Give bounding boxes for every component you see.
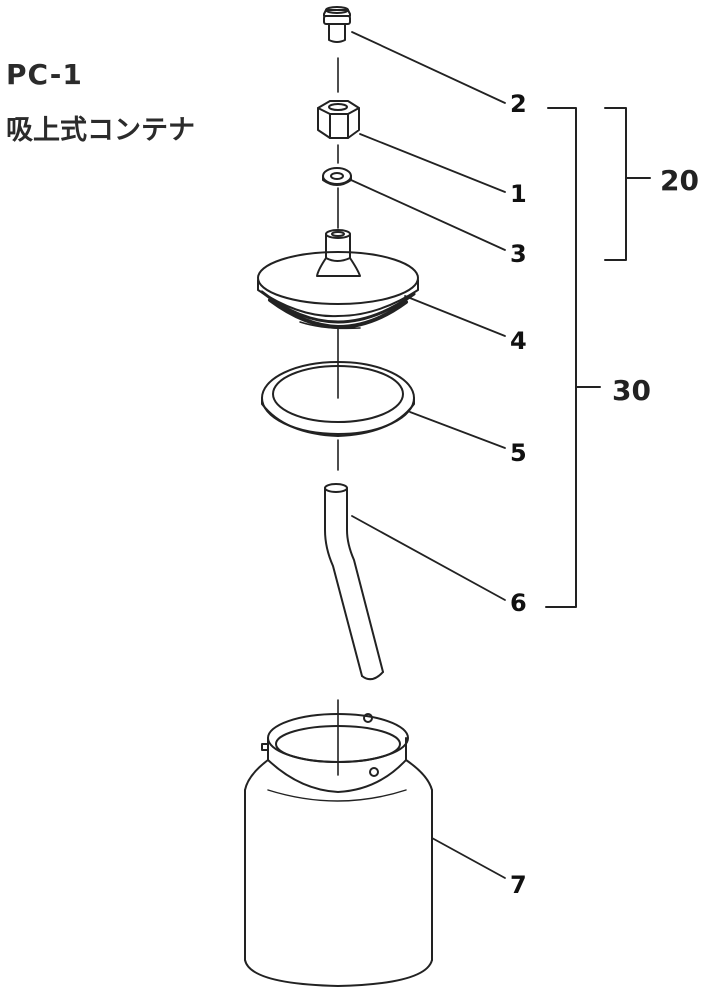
leader-7 xyxy=(431,837,506,879)
part-4-lid xyxy=(257,229,419,330)
part-number-7: 7 xyxy=(510,871,527,899)
product-name: 吸上式コンテナ xyxy=(6,115,195,146)
leader-2 xyxy=(351,31,506,104)
leader-6 xyxy=(351,515,506,601)
part-number-4: 4 xyxy=(510,327,527,355)
part-3-washer xyxy=(322,167,352,186)
part-number-5: 5 xyxy=(510,439,527,467)
part-number-1: 1 xyxy=(510,180,527,208)
assembly-number-20: 20 xyxy=(660,164,699,197)
leader-1 xyxy=(359,133,506,193)
leader-5 xyxy=(409,411,506,449)
part-5-gasket xyxy=(261,361,415,437)
part-number-2: 2 xyxy=(510,90,527,118)
part-2-nozzle-fitting xyxy=(323,6,351,43)
part-number-6: 6 xyxy=(510,589,527,617)
part-1-nut xyxy=(317,100,360,139)
leader-3 xyxy=(350,179,506,251)
assembly-number-30: 30 xyxy=(612,374,651,407)
leader-lines xyxy=(350,31,506,879)
part-7-container xyxy=(244,713,433,987)
bracket-30 xyxy=(545,107,601,608)
part-number-3: 3 xyxy=(510,240,527,268)
leader-4 xyxy=(404,295,506,337)
part-6-suction-tube xyxy=(324,483,384,681)
bracket-20 xyxy=(604,107,651,261)
model-title: PC-1 xyxy=(6,58,83,91)
